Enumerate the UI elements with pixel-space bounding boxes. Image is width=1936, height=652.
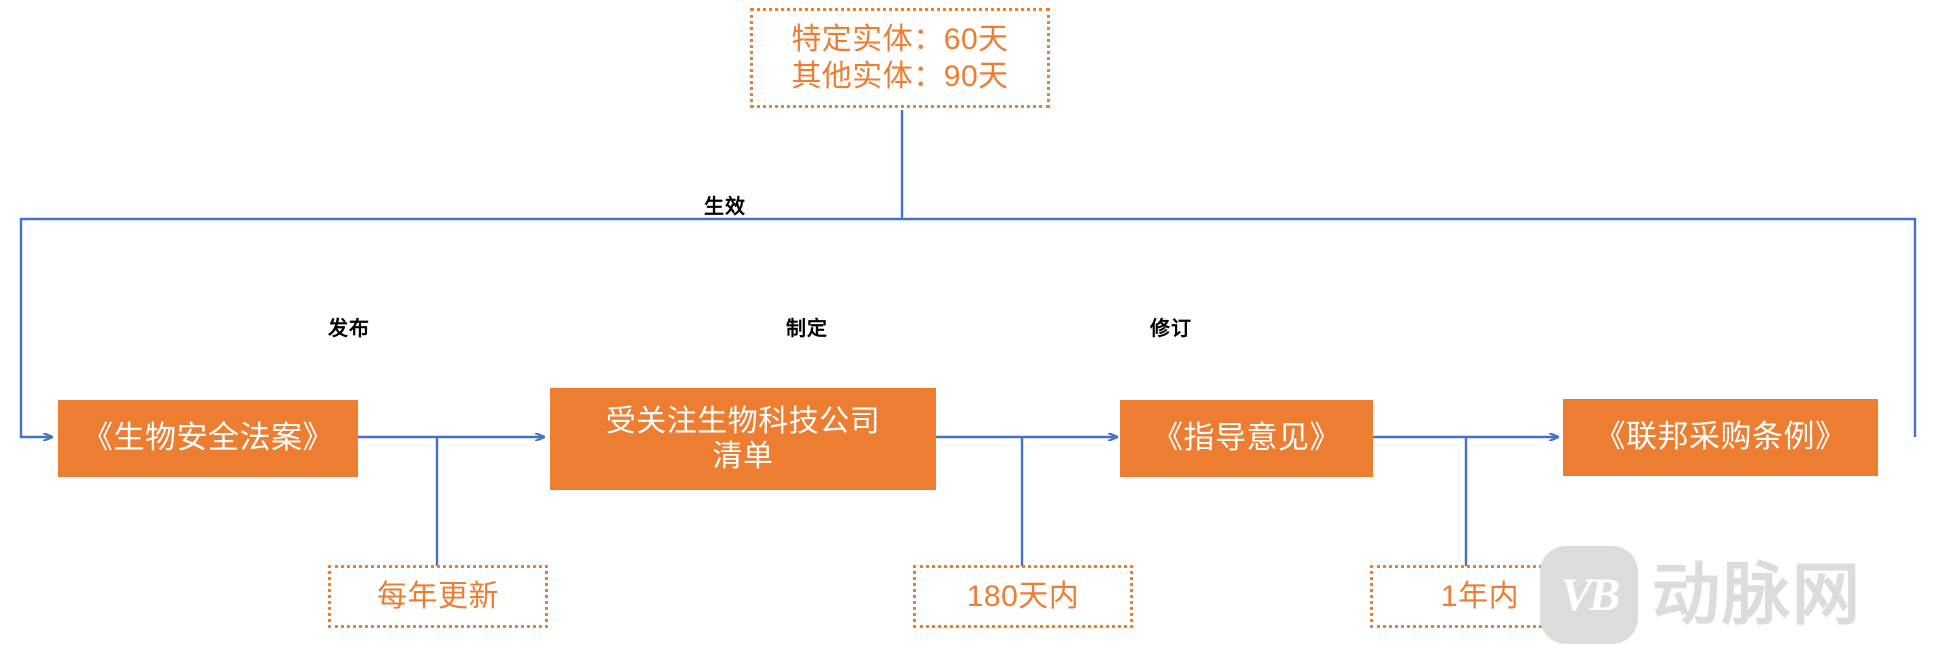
process-box-guidance-opinion[interactable]: 《指导意见》	[1120, 400, 1373, 477]
process-box-company-list[interactable]: 受关注生物科技公司 清单	[550, 388, 936, 490]
note-deadline-line2: 其他实体：90天	[791, 60, 1009, 93]
edge-label-formulate: 制定	[786, 318, 828, 340]
watermark-logo: VB 动脉网	[1540, 543, 1920, 647]
process-box-far-regulation[interactable]: 《联邦采购条例》	[1563, 399, 1878, 476]
note-deadline-line1: 特定实体：60天	[791, 22, 1009, 56]
note-deadline-top: 特定实体：60天 其他实体：90天	[750, 8, 1050, 108]
edge-label-effective: 生效	[704, 196, 746, 218]
watermark-text: 动脉网	[1652, 557, 1863, 633]
process-box-biosecure-act[interactable]: 《生物安全法案》	[58, 400, 358, 477]
edge-label-publish: 发布	[328, 318, 370, 340]
note-annual-update: 每年更新	[328, 565, 548, 628]
edge-label-revise: 修订	[1150, 318, 1192, 340]
note-within-180-days: 180天内	[913, 565, 1133, 628]
note-within-1-year: 1年内	[1370, 565, 1590, 628]
